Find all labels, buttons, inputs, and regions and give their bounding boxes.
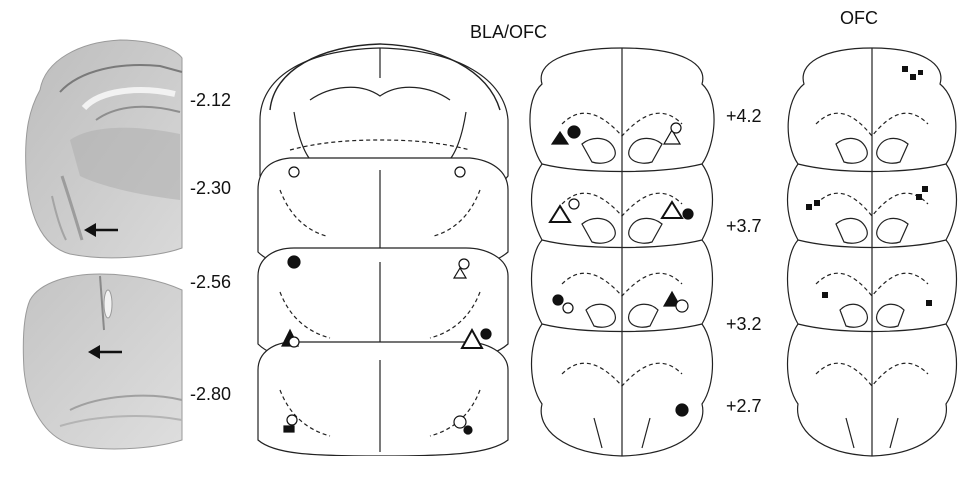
bla-section-photo xyxy=(26,40,182,258)
ofc-title: OFC xyxy=(840,8,878,29)
bla-level-label: -2.80 xyxy=(190,384,231,404)
ofc-atlas-panel xyxy=(782,44,960,500)
bla-level-label: -2.30 xyxy=(190,178,231,198)
bla-level-label: -2.56 xyxy=(190,272,231,292)
ofc-section-stack xyxy=(788,48,957,456)
bla-level-label: -2.12 xyxy=(190,90,231,110)
ofc-level-label: +3.2 xyxy=(726,314,762,334)
ofc-section-photo xyxy=(23,274,182,449)
ofc-section-stack xyxy=(530,48,714,456)
ofc-level-label: +3.7 xyxy=(726,216,762,236)
histology-photos xyxy=(0,0,190,456)
bla-ofc-atlas-panel xyxy=(522,44,722,500)
bla-atlas-panel xyxy=(250,0,520,456)
histology-figure: BLA/OFC OFC -2.12 -2.30 -2.56 -2.80 +4.2… xyxy=(0,0,960,456)
ofc-level-label: +4.2 xyxy=(726,106,762,126)
bla-section-2.80 xyxy=(258,342,508,456)
ofc-level-label: +2.7 xyxy=(726,396,762,416)
